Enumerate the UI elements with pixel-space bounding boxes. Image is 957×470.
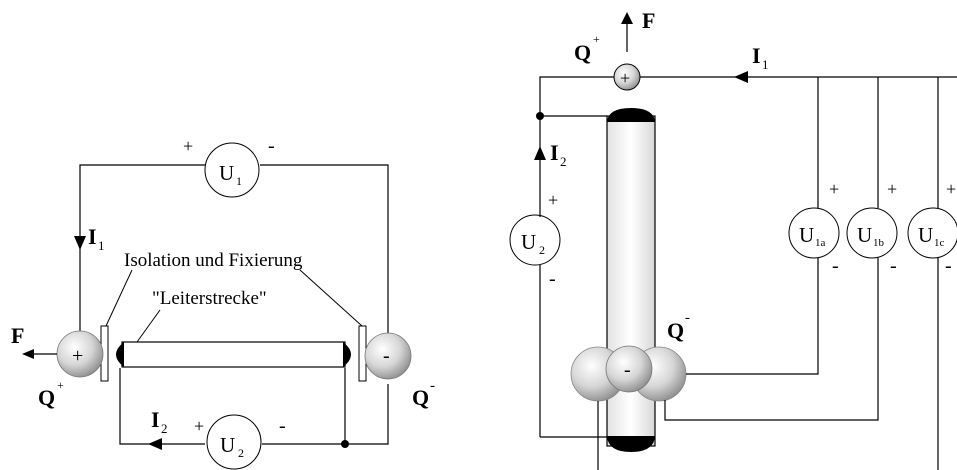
left-current-i1-sub: 1: [98, 238, 105, 253]
left-voltmeter-u2: [206, 414, 262, 470]
left-u2-plus: +: [194, 416, 204, 436]
right-charge-pos-sup: +: [593, 32, 600, 46]
left-u2-sub: 2: [238, 446, 244, 460]
right-current-i2-sub: 2: [560, 154, 567, 169]
right-junction-dot: [536, 112, 544, 120]
wire-u1b-to-ring: [664, 258, 879, 421]
right-current-i1-sub: 1: [762, 57, 769, 72]
u1a-minus: -: [832, 255, 839, 277]
left-current-i1-arrow: [74, 236, 86, 250]
left-force-label: F: [11, 323, 24, 348]
right-u2-plus: +: [548, 190, 558, 210]
left-u1-minus: -: [268, 135, 275, 157]
right-current-i1-arrow: [734, 71, 748, 83]
right-current-i1-label: I: [752, 43, 761, 68]
left-voltmeter-u1: [204, 142, 260, 198]
right-u2-label: U: [521, 230, 536, 254]
voltmeter-u1b: [846, 207, 898, 259]
voltmeter-u1c: [907, 207, 957, 259]
left-charge-neg: Q: [412, 385, 429, 410]
left-circuit: U 1 + - U 2 + - I 1 I 2 + - F Q + Q: [11, 135, 435, 470]
right-charge-neg: Q: [667, 318, 684, 343]
right-voltmeter-u2: [509, 214, 561, 266]
left-current-i1-label: I: [88, 224, 97, 249]
left-wire-bottom-right: [262, 384, 389, 445]
left-u2-label: U: [220, 433, 235, 457]
right-positive-sphere: [613, 63, 641, 91]
wire-u1a-to-ring: [686, 258, 819, 375]
right-force-arrowhead: [621, 12, 633, 24]
u1c-minus: -: [945, 255, 952, 277]
left-charge-pos: Q: [38, 385, 55, 410]
isolation-leader-right: [299, 269, 363, 327]
left-positive-sign: +: [72, 345, 83, 367]
right-u2-minus: -: [549, 268, 556, 290]
u1a-plus: +: [829, 179, 839, 199]
isolation-label: Isolation und Fixierung: [124, 250, 303, 271]
voltmeter-u1a: [788, 207, 840, 259]
left-current-i2-label: I: [151, 407, 160, 432]
right-charge-neg-sup: -: [685, 310, 690, 326]
left-negative-sphere: [364, 332, 412, 380]
left-u1-plus: +: [183, 136, 193, 156]
left-negative-sign: -: [383, 345, 390, 367]
right-current-i2-arrow: [534, 146, 546, 160]
right-u2-sub: 2: [539, 243, 545, 257]
right-current-i2-label: I: [550, 140, 559, 165]
rod-end-left: [116, 342, 124, 367]
left-wire-top-right: [260, 164, 389, 335]
u1a-sub: 1a: [815, 237, 826, 249]
u1b-label: U: [857, 223, 872, 247]
left-wire-bottom: [119, 368, 205, 445]
isolation-leader-left: [105, 269, 133, 327]
u1c-sub: 1c: [934, 237, 945, 249]
left-force-arrowhead: [22, 349, 34, 359]
left-charge-pos-sup: +: [57, 378, 64, 392]
u1c-label: U: [918, 223, 933, 247]
rod-end-right: [343, 342, 351, 367]
u1b-plus: +: [887, 179, 897, 199]
left-u1-label: U: [219, 161, 234, 185]
u1a-label: U: [799, 223, 814, 247]
right-negative-sign: -: [624, 359, 631, 381]
right-wire-top-left: [539, 76, 614, 116]
u1c-plus: +: [946, 179, 956, 199]
right-charge-pos: Q: [574, 40, 591, 65]
u1b-minus: -: [890, 255, 897, 277]
u1b-sub: 1b: [873, 237, 885, 249]
rod-cap-top: [607, 108, 655, 122]
right-force-label: F: [642, 8, 655, 33]
right-positive-sign: +: [620, 68, 630, 88]
left-current-i2-arrow: [148, 438, 162, 450]
left-u2-minus: -: [279, 415, 286, 437]
left-charge-neg-sup: -: [430, 378, 435, 394]
left-u1-sub: 1: [236, 174, 242, 188]
right-circuit: U 2 + - I 1 I 2 + F Q + - Q -: [509, 8, 957, 470]
conductor-rod: [121, 341, 346, 368]
left-current-i2-sub: 2: [161, 421, 168, 436]
leiterstrecke-leader: [136, 309, 161, 343]
left-wire-top: [79, 164, 205, 340]
leiterstrecke-label: "Leiterstrecke": [152, 288, 267, 309]
ring-sphere-center: [605, 345, 653, 393]
left-junction-dot: [341, 440, 349, 448]
rod-cap-bottom: [607, 436, 655, 452]
